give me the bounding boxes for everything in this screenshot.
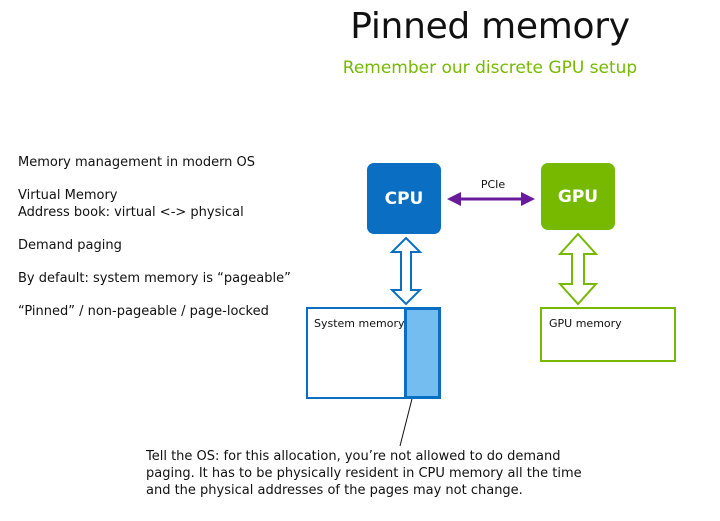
gpu-gpumem-arrow (557, 232, 599, 306)
bullet-pageable: By default: system memory is “pageable” (18, 271, 291, 286)
gpu-memory-label: GPU memory (549, 317, 622, 330)
page-subtitle: Remember our discrete GPU setup (342, 58, 638, 78)
pinned-note: Tell the OS: for this allocation, you’re… (146, 449, 582, 498)
page-title: Pinned memory (350, 6, 630, 47)
bullet-list: Memory management in modern OS Virtual M… (18, 154, 291, 336)
pcie-label: PCIe (480, 178, 506, 191)
gpu-label: GPU (557, 186, 599, 207)
bullet-demand-paging: Demand paging (18, 238, 122, 253)
pinned-region (404, 307, 441, 399)
pcie-arrow (447, 192, 535, 206)
bullet-virtual-memory: Virtual Memory (18, 188, 118, 203)
gpu-chip: GPU (541, 163, 615, 230)
cpu-label: CPU (384, 188, 424, 209)
cpu-sysmem-arrow (389, 236, 423, 306)
bullet-memory-management: Memory management in modern OS (18, 155, 256, 170)
gpu-memory-box (540, 307, 676, 362)
system-memory-label: System memory (314, 317, 405, 330)
cpu-chip: CPU (367, 163, 441, 234)
bullet-pinned: “Pinned” / non-pageable / page-locked (18, 304, 269, 319)
bullet-address-book: Address book: virtual <-> physical (18, 205, 244, 220)
